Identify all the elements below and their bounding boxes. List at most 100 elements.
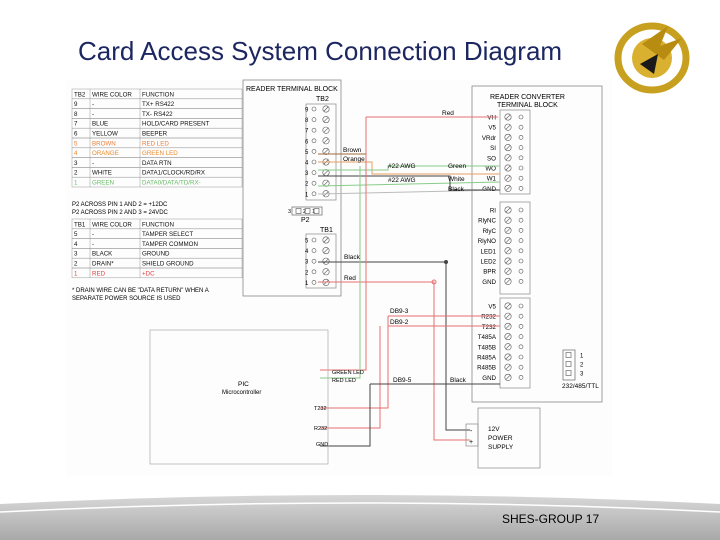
tb2-label: TB2 [316, 96, 329, 103]
tb1_table-cell: TAMPER COMMON [142, 241, 198, 248]
wire-label-red-top: Red [442, 110, 454, 117]
converter-terminal-label: LED1 [481, 248, 497, 255]
converter-screw [504, 206, 512, 214]
tb2_table-cell: TX+ RS422 [142, 101, 175, 108]
converter-pin [518, 165, 524, 171]
converter-pin [518, 175, 524, 181]
converter-pin [518, 375, 524, 380]
converter-pin [518, 279, 524, 284]
converter-screw [504, 373, 512, 381]
converter-pin [518, 354, 524, 360]
p2-pin [295, 208, 302, 214]
tb2_table-header: WIRE COLOR [92, 91, 132, 98]
converter-screw [504, 333, 512, 341]
converter-terminal-label: R232 [481, 314, 496, 321]
converter-terminal-label: GND [482, 279, 496, 286]
tb1_table-cell: GROUND [142, 251, 170, 258]
converter-terminal-label: LED2 [481, 259, 497, 266]
tb2_table-cell: DATA0/DATA/TD/RX- [142, 180, 201, 187]
power-line2: POWER [488, 435, 513, 442]
converter-pin [518, 186, 524, 191]
tb1_table-cell: - [92, 231, 94, 238]
tb1_table-cell: DRAIN* [92, 261, 114, 268]
pin-number: 8 [305, 118, 309, 124]
tb2_table-cell: YELLOW [92, 131, 118, 138]
converter-pin [518, 313, 524, 319]
converter-terminal-label: RlyNC [478, 218, 496, 225]
converter-pin [518, 207, 524, 213]
terminal-pin [311, 127, 317, 133]
converter-pin [518, 364, 524, 370]
tb1_table-cell: +DC [142, 270, 155, 277]
terminal-pin [311, 237, 317, 243]
tb1_table-header: TB1 [74, 221, 86, 228]
tb2_table-cell: 5 [74, 140, 78, 147]
tb2_table-cell: - [92, 111, 94, 118]
terminal-screw [322, 105, 330, 113]
power-minus: - [470, 428, 473, 435]
wire-label-orange: Orange [343, 156, 365, 163]
pin-number: 2 [305, 270, 309, 276]
tb2_table-cell: 3 [74, 160, 78, 167]
pin-number: 5 [305, 239, 309, 245]
terminal-pin [311, 269, 317, 275]
wire-label-awg1: #22 AWG [388, 163, 416, 170]
page-title: Card Access System Connection Diagram [78, 36, 563, 66]
converter-terminal-label: RlyC [483, 228, 497, 235]
tb1_table-cell: TAMPER SELECT [142, 231, 193, 238]
pegasus-logo-icon [614, 22, 690, 94]
pic-desc: Microcontroller [222, 390, 261, 396]
wires [317, 116, 501, 447]
converter-screw [504, 154, 512, 162]
terminal-pin [311, 258, 317, 264]
converter-screw [504, 184, 512, 192]
terminal-screw [322, 236, 330, 244]
pin-number: 9 [305, 108, 309, 114]
converter-terminal-label: VRdr [482, 135, 496, 142]
jumper-pin [565, 361, 572, 367]
terminal-screw [322, 179, 330, 187]
tb2_table-cell: 2 [74, 170, 78, 177]
reader-terminal-title: READER TERMINAL BLOCK [246, 86, 338, 93]
converter-terminal-label: V5 [488, 125, 496, 132]
pic-t232: T232 [314, 406, 327, 412]
terminal-screw [322, 126, 330, 134]
tb2_table-cell: 9 [74, 101, 78, 108]
tb2_table-cell: 4 [74, 150, 78, 157]
tb1_table-cell: RED [92, 270, 106, 277]
tb2_table-cell: HOLD/CARD PRESENT [142, 121, 210, 128]
converter-screw [504, 174, 512, 182]
pin-number: 1 [305, 192, 309, 198]
pic-r232: R232 [314, 426, 327, 432]
wire-label-db9-5: DB9-5 [393, 377, 412, 384]
wire-label-white: White [448, 176, 465, 183]
p2-pin [313, 208, 320, 214]
converter-screw [504, 322, 512, 330]
converter-pin [518, 217, 524, 223]
converter-terminal-label: VH [487, 115, 496, 122]
jumper-pin [565, 370, 572, 376]
tb2_table-cell: WHITE [92, 170, 112, 177]
wire-label-black-bottom: Black [450, 377, 467, 384]
converter-screw [504, 353, 512, 361]
converter-pin [518, 145, 524, 150]
converter-terminal-label: W1 [487, 176, 497, 183]
converter-pin [518, 303, 524, 309]
terminal-pin [311, 117, 317, 122]
converter-pin [518, 124, 524, 130]
converter-subtitle: TERMINAL BLOCK [497, 102, 558, 109]
tb1_table-cell: 3 [74, 251, 78, 258]
jumper-pin-number: 2 [580, 363, 584, 369]
power-plus: + [469, 439, 473, 446]
converter-pin [518, 344, 524, 350]
terminal-screw [322, 257, 330, 265]
converter-terminal-label: RI [490, 208, 496, 215]
pic-name: PIC [238, 381, 249, 388]
pin-number: 7 [305, 129, 309, 135]
converter-terminal-label: T232 [482, 324, 497, 331]
tb1_table-cell: SHIELD GROUND [142, 261, 194, 268]
tb2_table-cell: ORANGE [92, 150, 119, 157]
